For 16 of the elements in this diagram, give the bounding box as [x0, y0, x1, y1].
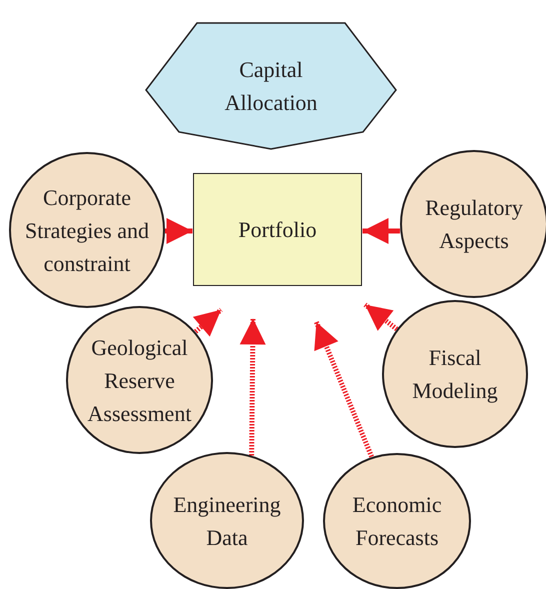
arrow [314, 321, 374, 458]
node-label: Portfolio [238, 216, 317, 244]
arrow [362, 218, 400, 244]
arrow [165, 218, 192, 244]
process-box [193, 173, 362, 286]
node-label: Geological Reserve Assessment [86, 334, 192, 428]
hexagon-shape [145, 22, 397, 150]
node-label: Corporate Strategies and constraint [24, 184, 150, 278]
arrow [192, 308, 223, 337]
node-label: Fiscal Modeling [411, 344, 499, 405]
node-label: Engineering Data [172, 490, 282, 552]
node-label: Capital Allocation [224, 56, 318, 117]
arrow [364, 302, 398, 332]
node-label: Economic Forecasts [351, 491, 443, 552]
arrow [240, 318, 266, 456]
node-label: Regulatory Aspects [424, 194, 524, 255]
